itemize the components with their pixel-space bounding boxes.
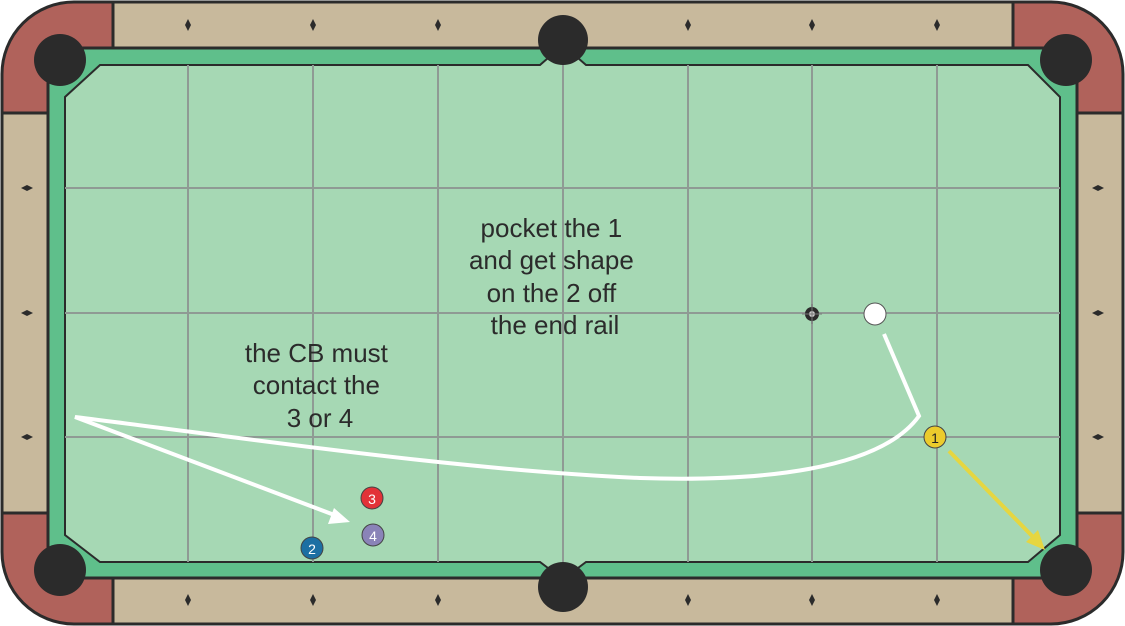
diamond-marker <box>21 434 33 440</box>
diamond-marker <box>185 594 191 606</box>
ball-1: 1 <box>923 425 947 449</box>
diamond-marker <box>685 19 691 31</box>
note-line: pocket the 1 <box>481 213 623 243</box>
cue-path-arrowhead <box>328 508 350 524</box>
crosshair-target-icon <box>802 304 822 324</box>
diamond-marker <box>1092 434 1104 440</box>
ball-number: 2 <box>308 541 316 557</box>
diamond-marker <box>934 19 940 31</box>
diamond-marker <box>934 594 940 606</box>
pocket-bottom-left <box>34 544 86 596</box>
pocket-top-right <box>1040 34 1092 86</box>
rail-diamonds <box>21 19 1104 606</box>
diamond-marker <box>435 19 441 31</box>
pocket-top-left <box>34 34 86 86</box>
diamond-marker <box>21 310 33 316</box>
pocket-bottom-right <box>1040 544 1092 596</box>
object-path-arrowhead <box>1026 530 1045 550</box>
ball-3: 3 <box>360 486 384 510</box>
diamond-marker <box>809 19 815 31</box>
cue-ball-path <box>74 333 922 518</box>
object-ball-path <box>947 449 1038 542</box>
cue-ball <box>863 302 887 326</box>
rule-note: the CB must contact the 3 or 4 <box>245 338 395 433</box>
diamond-marker <box>310 594 316 606</box>
ball-2: 2 <box>300 536 324 560</box>
ball-number: 3 <box>368 491 376 507</box>
pocket-bottom-side <box>538 562 588 612</box>
note-line: the CB must <box>245 338 389 368</box>
pockets <box>34 15 1092 612</box>
diamond-marker <box>1092 185 1104 191</box>
diamond-marker <box>1092 310 1104 316</box>
note-line: the end rail <box>491 310 620 340</box>
note-line: on the 2 off <box>487 278 617 308</box>
diamond-marker <box>21 185 33 191</box>
note-line: and get shape <box>469 245 634 275</box>
diamond-marker <box>809 594 815 606</box>
ball-4: 4 <box>361 523 385 547</box>
ball-number: 1 <box>931 430 939 446</box>
diamond-marker <box>435 594 441 606</box>
note-line: 3 or 4 <box>287 403 354 433</box>
note-line: contact the <box>253 370 380 400</box>
instruction-note: pocket the 1 and get shape on the 2 off … <box>469 213 641 340</box>
diamond-marker <box>185 19 191 31</box>
ball-number: 4 <box>369 528 377 544</box>
diamond-marker <box>685 594 691 606</box>
diamond-marker <box>310 19 316 31</box>
pocket-top-side <box>538 15 588 65</box>
